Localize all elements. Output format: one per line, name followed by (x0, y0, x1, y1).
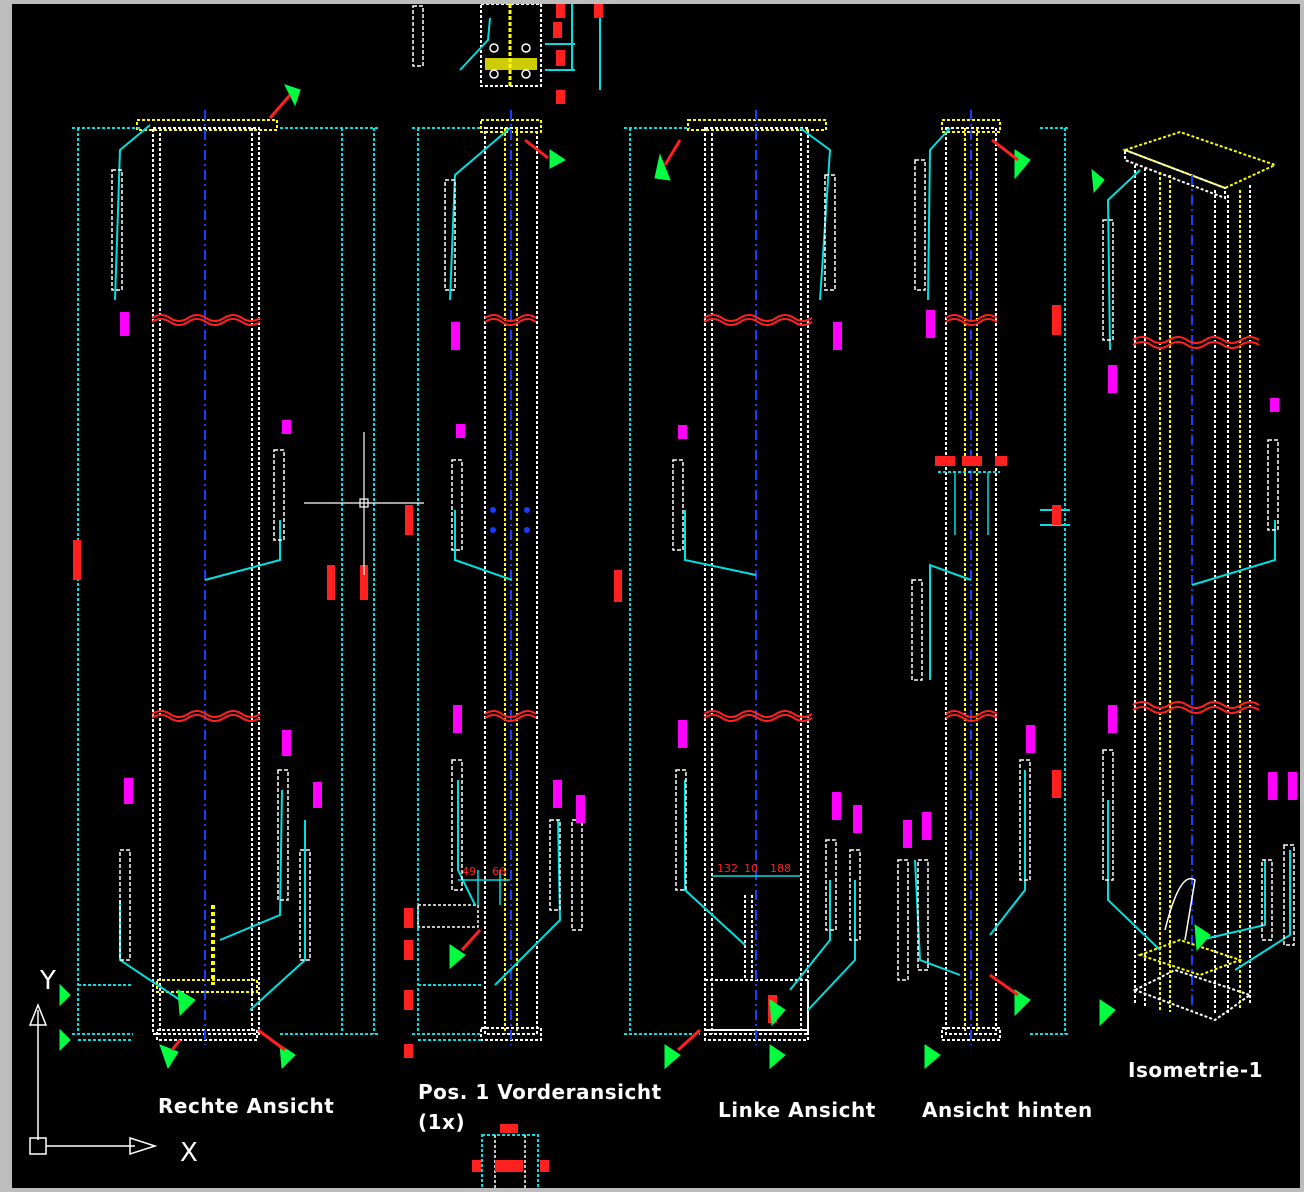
ucs-y-label: Y (40, 966, 56, 996)
dim-66: 66 (492, 865, 506, 878)
weld-symbol-icon (59, 84, 1211, 1070)
view-vorderansicht: 49 66 (404, 110, 585, 1058)
label-vorderansicht: Pos. 1 Vorderansicht (418, 1080, 662, 1104)
view-rechte-ansicht (72, 110, 413, 1045)
dim-10: 10 (744, 862, 758, 875)
ucs-x-label: X (180, 1138, 198, 1168)
view-linke-ansicht: 132 10 188 (614, 110, 862, 1045)
label-isometrie: Isometrie-1 (1128, 1058, 1264, 1082)
label-ansicht-hinten: Ansicht hinten (922, 1098, 1093, 1122)
view-isometrie (1102, 130, 1297, 1022)
view-ansicht-hinten (897, 110, 1070, 1045)
crosshair-cursor-icon (304, 432, 424, 575)
ucs-icon (28, 1002, 158, 1156)
bottom-detail-view (472, 1124, 549, 1188)
label-linke-ansicht: Linke Ansicht (718, 1098, 876, 1122)
top-detail-view (412, 4, 603, 104)
dim-132: 132 (717, 862, 738, 875)
dim-188: 188 (770, 862, 791, 875)
label-rechte-ansicht: Rechte Ansicht (158, 1094, 335, 1118)
label-vorderansicht-count: (1x) (418, 1110, 466, 1134)
drawing-svg[interactable]: 49 66 132 10 (12, 4, 1300, 1188)
dim-49: 49 (462, 865, 476, 878)
